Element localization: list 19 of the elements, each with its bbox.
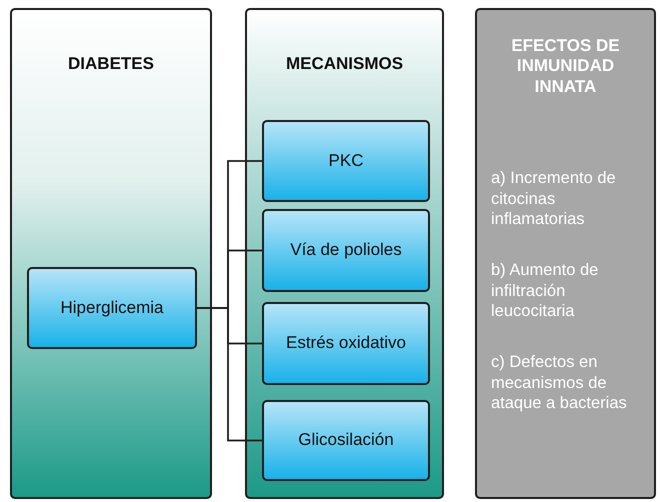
- panel-heading: EFECTOS DE INMUNIDAD INNATA: [510, 36, 621, 98]
- process-box: [262, 302, 430, 385]
- category-panel: [10, 8, 212, 499]
- process-box: [262, 120, 430, 202]
- effect-text: b) Aumento de infiltración leucocitaria: [491, 260, 600, 322]
- box-label: Glicosilación: [298, 429, 394, 452]
- process-box: [262, 400, 430, 481]
- category-panel: [245, 8, 444, 499]
- process-box: [27, 267, 197, 349]
- effect-text: a) Incremento de citocinas inflamatorias: [491, 168, 617, 230]
- box-label: Vía de polioles: [290, 239, 402, 262]
- panel-heading: MECANISMOS: [284, 54, 404, 74]
- effects-panel: [475, 8, 656, 499]
- box-label: PKC: [328, 150, 364, 172]
- process-box: [262, 209, 430, 292]
- panel-heading: DIABETES: [67, 54, 155, 74]
- box-label: Hiperglicemia: [60, 296, 164, 319]
- effect-text: c) Defectos en mecanismos de ataque a bacterias: [491, 352, 628, 414]
- box-label: Estrés oxidativo: [286, 332, 406, 354]
